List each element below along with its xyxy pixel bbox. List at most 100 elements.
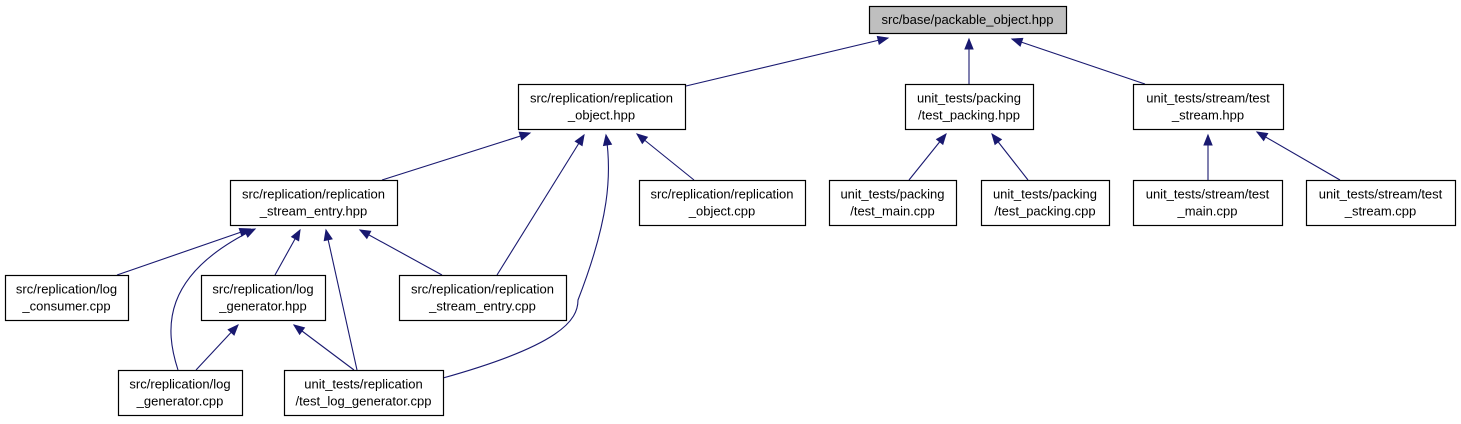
node-label-line: _stream.cpp [1344,204,1417,219]
edge-n14-to-n1 [442,133,613,379]
node-focus-file[interactable]: src/base/packable_object.hpp [868,5,1068,35]
edge-line [359,229,443,276]
node-box [868,5,1068,35]
node-box [200,274,327,322]
node-box [517,83,687,131]
node-label-line: unit_tests/packing [917,91,1021,106]
edge-n9-to-n3 [1255,131,1341,181]
node-file[interactable]: src/replication/log _generator.cpp [117,369,244,417]
node-file[interactable]: unit_tests/stream/test _stream.cpp [1305,179,1457,227]
arrow-head [935,132,947,146]
node-label-line: src/base/packable_object.hpp [881,12,1053,27]
node-label-line: unit_tests/packing [840,187,944,202]
node-label-line: unit_tests/stream/test [1319,187,1443,202]
node-box [117,369,244,417]
arrow-head [518,131,532,141]
edges-layer [116,35,1341,379]
node-file[interactable]: unit_tests/stream/test _stream.hpp [1132,83,1285,131]
node-file[interactable]: src/replication/replication _object.cpp [638,179,807,227]
node-box [1305,179,1457,227]
edge-n8-to-n3 [1203,133,1213,180]
arrow-head [323,228,333,242]
node-label-line: src/replication/replication [242,187,385,202]
node-file[interactable]: src/replication/log _generator.hpp [200,274,327,322]
edge-n4-to-n1 [381,131,532,181]
arrow-head [991,132,1003,146]
edge-n14-to-n4 [323,228,358,371]
node-label-line: /test_packing.cpp [994,204,1095,219]
edge-n3-to-n0 [1010,37,1146,85]
edge-n14-to-n11 [292,324,355,371]
node-label-line: _object.cpp [688,204,756,219]
nodes-layer: src/base/packable_object.hpp src/replicat… [4,5,1457,417]
arrow-head [1255,131,1269,142]
edge-n12-to-n1 [496,133,585,276]
edge-n11-to-n4 [274,228,301,276]
edge-n10-to-n4 [116,227,252,276]
node-label-line: _main.cpp [1177,204,1238,219]
edge-n6-to-n2 [908,132,947,181]
node-label-line: unit_tests/stream/test [1146,187,1270,202]
node-file[interactable]: unit_tests/stream/test _main.cpp [1132,179,1284,227]
node-file[interactable]: src/replication/replication_object.hpp [517,83,687,131]
node-label-line: /test_packing.hpp [918,108,1020,123]
node-file[interactable]: src/replication/log _consumer.cpp [4,274,130,322]
node-box [1132,179,1284,227]
arrow-head [964,37,974,50]
node-file[interactable]: unit_tests/packing/test_packing.cpp [980,179,1111,227]
node-label-line: _generator.hpp [218,299,306,314]
arrow-head [227,324,239,336]
node-box [638,179,807,227]
node-label-line: _stream.hpp [1171,108,1244,123]
edge-n7-to-n2 [991,132,1029,181]
node-file[interactable]: src/replication/replication _stream_entry… [229,179,399,227]
node-box [398,274,568,322]
arrow-head [358,229,372,240]
edge-line [293,324,355,371]
node-label-line: src/replication/replication [411,282,554,297]
node-label-line: unit_tests/stream/test [1146,91,1270,106]
edge-n1-to-n0 [685,35,890,87]
edge-line [1256,131,1341,181]
node-label-line: src/replication/replication [650,187,793,202]
node-label-line: _consumer.cpp [21,299,110,314]
node-box [229,179,399,227]
node-label-line: unit_tests/replication [304,377,423,392]
node-file[interactable]: unit_tests/packing/test_main.cpp [828,179,958,227]
node-box [904,83,1035,131]
arrow-head [290,228,301,242]
edge-line [636,133,695,181]
edge-line [325,229,358,371]
edge-line [496,134,585,276]
node-file[interactable]: unit_tests/replication/test_log_generato… [283,369,445,417]
node-file[interactable]: src/replication/replication _stream_entry… [398,274,568,322]
node-label-line: src/replication/log [212,282,313,297]
node-label-line: src/replication/log [16,282,117,297]
arrow-head [602,133,613,147]
edge-n2-to-n0 [964,37,974,84]
node-label-line: src/replication/log [129,377,230,392]
arrow-head [1010,37,1024,47]
edge-line [381,132,531,181]
arrow-head [876,35,890,46]
node-box [4,274,130,322]
arrow-head [1203,133,1213,146]
node-label-line: unit_tests/packing [993,187,1097,202]
node-label-line: _generator.cpp [136,394,224,409]
arrow-head [574,133,585,147]
arrow-head [243,228,257,238]
node-box [1132,83,1285,131]
edge-n13-to-n11 [195,324,239,371]
arrow-head [635,133,649,145]
node-box [283,369,445,417]
node-file[interactable]: unit_tests/packing/test_packing.hpp [904,83,1035,131]
edge-n13-to-n4 [170,228,257,371]
edge-line [442,134,610,379]
node-box [828,179,958,227]
node-label-line: _stream_entry.hpp [259,204,367,219]
node-box [980,179,1111,227]
edge-line [685,37,889,87]
node-label-line: /test_main.cpp [850,204,935,219]
node-label-line: _stream_entry.cpp [428,299,536,314]
